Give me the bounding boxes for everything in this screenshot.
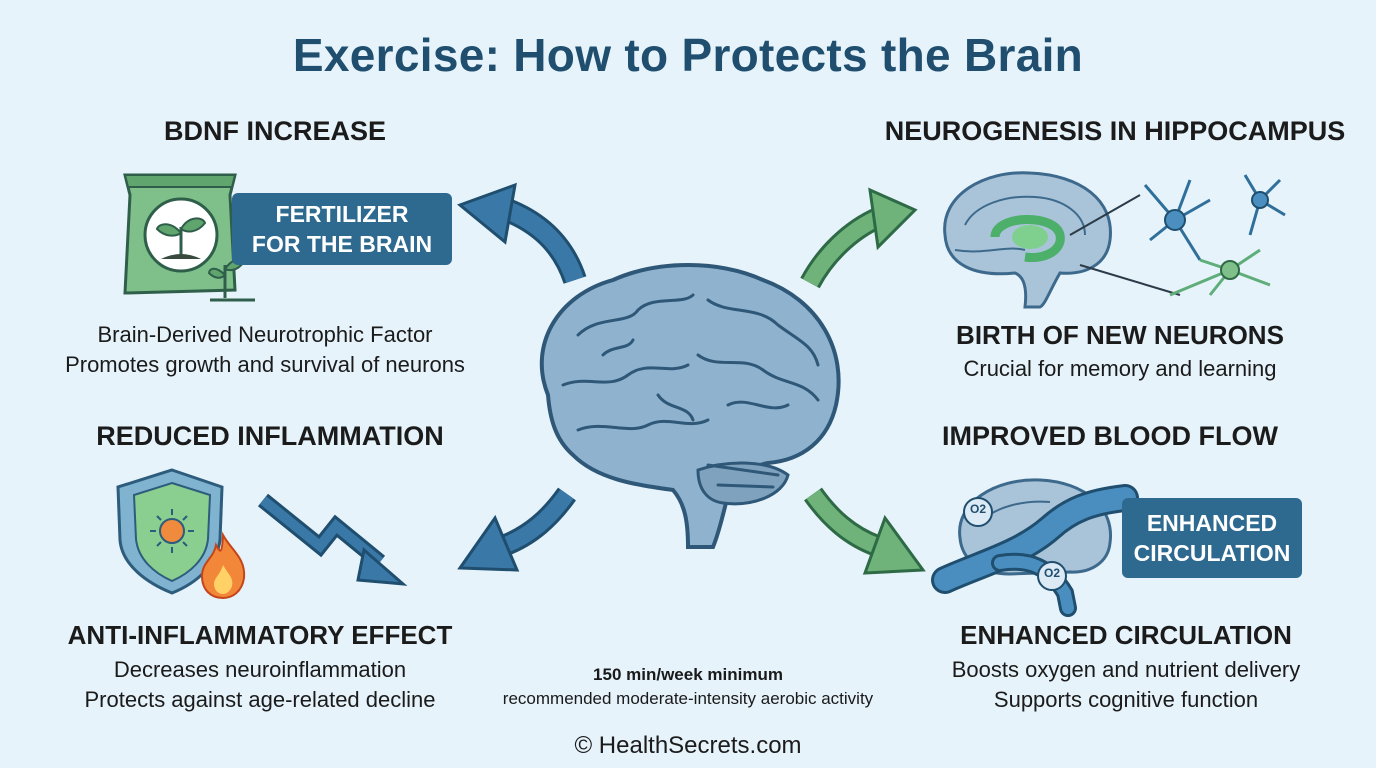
fertilizer-badge-line2: FOR THE BRAIN	[251, 231, 433, 257]
arrow-to-neurogenesis	[800, 187, 918, 289]
fertilizer-badge-line1: FERTILIZER	[275, 201, 409, 227]
bloodflow-heading: IMPROVED BLOOD FLOW	[942, 421, 1278, 451]
o2-label-top: O2	[969, 502, 986, 516]
arrow-to-bloodflow	[804, 487, 926, 575]
neuron-network-icon	[1069, 174, 1286, 297]
circulation-badge-line1: ENHANCED	[1146, 510, 1278, 536]
hippocampus-brain-icon	[943, 171, 1112, 309]
circulation-badge: ENHANCED CIRCULATION	[1122, 498, 1302, 578]
neurogenesis-heading: NEUROGENESIS IN HIPPOCAMPUS	[884, 116, 1346, 146]
decrease-arrow-icon	[257, 493, 408, 586]
inflammation-subheading: ANTI-INFLAMMATORY EFFECT	[67, 620, 453, 650]
bloodflow-subheading: ENHANCED CIRCULATION	[960, 620, 1292, 650]
recommendation-minimum: 150 min/week minimum	[593, 665, 783, 684]
neurogenesis-subheading: BIRTH OF NEW NEURONS	[956, 320, 1284, 350]
bloodflow-description: Boosts oxygen and nutrient delivery Supp…	[906, 655, 1346, 715]
bdnf-desc-line1: Brain-Derived Neurotrophic Factor	[97, 322, 433, 347]
blood-vessel-icon	[931, 478, 1139, 617]
arrow-to-bdnf	[457, 182, 587, 285]
bloodflow-desc-line1: Boosts oxygen and nutrient delivery	[951, 657, 1301, 682]
inflammation-desc-line1: Decreases neuroinflammation	[113, 657, 407, 682]
circulation-badge-line2: CIRCULATION	[1133, 540, 1291, 566]
bdnf-description: Brain-Derived Neurotrophic Factor Promot…	[30, 320, 500, 380]
fire-icon	[200, 531, 246, 600]
o2-label-bottom: O2	[1043, 566, 1060, 580]
arrow-to-inflammation	[457, 487, 576, 572]
bdnf-heading: BDNF INCREASE	[163, 116, 386, 146]
page-title: Exercise: How to Protects the Brain	[292, 29, 1084, 81]
bloodflow-desc-line2: Supports cognitive function	[993, 687, 1259, 712]
inflammation-description: Decreases neuroinflammation Protects aga…	[40, 655, 480, 715]
inflammation-heading: REDUCED INFLAMMATION	[96, 421, 444, 451]
fertilizer-bag-icon	[123, 173, 255, 302]
recommendation-text: recommended moderate-intensity aerobic a…	[502, 689, 874, 708]
central-brain-illustration	[539, 263, 841, 549]
fertilizer-badge: FERTILIZER FOR THE BRAIN	[232, 193, 452, 265]
footer-copyright: © HealthSecrets.com	[574, 732, 802, 759]
bdnf-desc-line2: Promotes growth and survival of neurons	[65, 352, 465, 377]
neurogenesis-description: Crucial for memory and learning	[963, 356, 1277, 381]
inflammation-desc-line2: Protects against age-related decline	[84, 687, 436, 712]
